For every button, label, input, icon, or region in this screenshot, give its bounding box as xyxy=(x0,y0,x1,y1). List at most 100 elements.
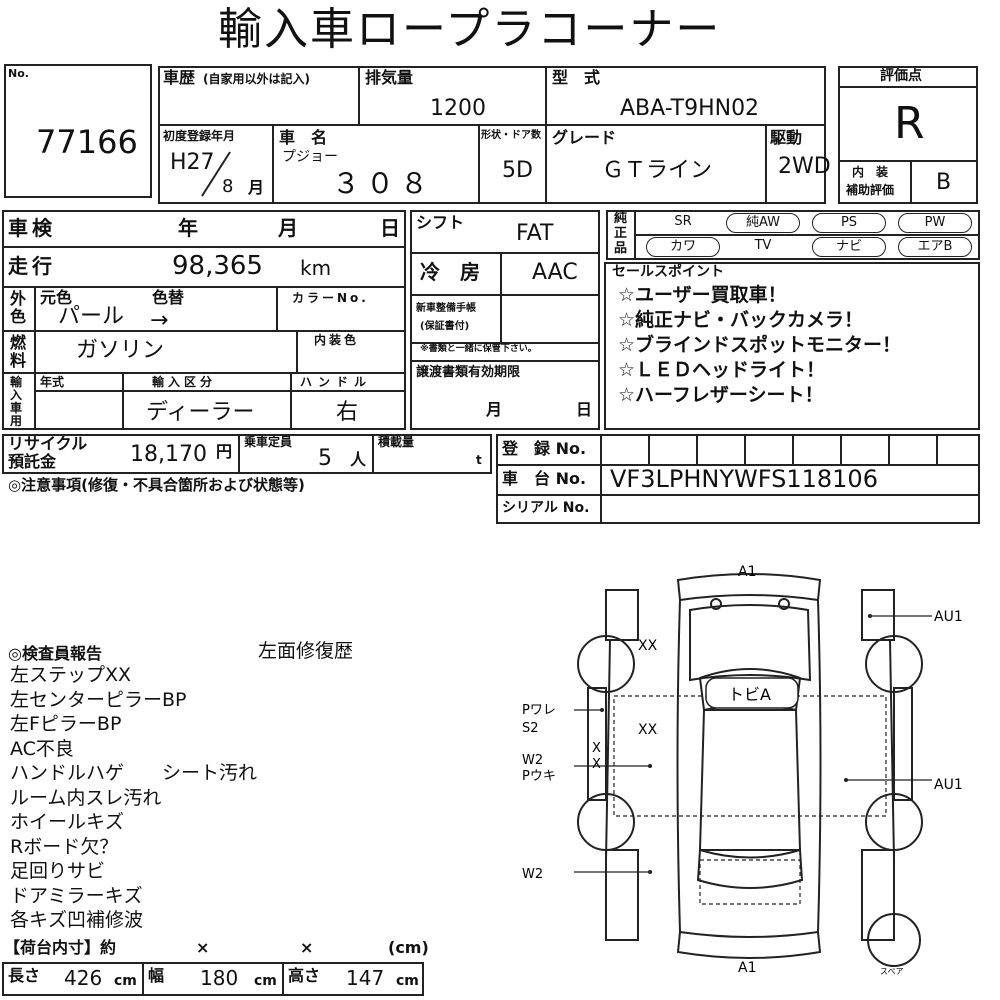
maintenance-note: ※書類と一緒に保管下さい。 xyxy=(420,344,537,354)
equipment-item: PS xyxy=(812,213,886,233)
color-change-label: 色替 xyxy=(152,288,185,307)
floor-mark: XX xyxy=(638,722,658,738)
color-code-label: カラーNo. xyxy=(292,291,369,305)
car-damage-diagram: トビA A1 A1 AU1 AU1 XX XX Pワレ S2 W2 Pウキ W2… xyxy=(522,564,963,976)
color-orig-value: パール xyxy=(58,304,125,329)
left-front-fender xyxy=(605,589,639,641)
reg-label: 登 録 No. xyxy=(502,439,587,458)
report-line: ハンドルハゲ シート汚れ xyxy=(10,762,258,784)
wheel-left-rear xyxy=(577,793,635,851)
left-step xyxy=(587,687,607,801)
width-label: 幅 xyxy=(148,966,165,985)
left-label-3: W2 xyxy=(522,753,543,768)
aircon-value: AAC xyxy=(532,260,578,285)
inspection-month: 月 xyxy=(278,216,298,240)
report-line: ホイールキズ xyxy=(10,811,125,833)
capacity-value: 5 xyxy=(318,446,332,471)
length-label: 長さ xyxy=(8,966,41,985)
report-line: 足回りサビ xyxy=(10,860,106,882)
color-change-value: → xyxy=(150,308,169,333)
left-label-5: W2 xyxy=(522,867,543,882)
shift-value: FAT xyxy=(516,221,554,246)
sales-point-item: ☆ハーフレザーシート！ xyxy=(618,384,824,406)
mileage-value: 98,365 xyxy=(172,251,263,281)
drive-label: 駆動 xyxy=(770,128,803,147)
capacity-unit: 人 xyxy=(350,450,367,469)
import-side-label: 輸入車用 xyxy=(10,375,23,428)
height-value: 147 xyxy=(346,966,385,990)
serial-label: シリアル No. xyxy=(502,500,590,516)
recycle-label-2: 預託金 xyxy=(8,452,57,471)
car-name-label: 車 名 xyxy=(279,128,328,147)
car-model: ３０８ xyxy=(332,167,435,200)
height-label: 高さ xyxy=(288,966,321,985)
capacity-label: 乗車定員 xyxy=(244,435,293,449)
wheel-right-front xyxy=(865,635,923,693)
report-line: 左ステップXX xyxy=(10,664,132,686)
wheel-left-front xyxy=(577,635,635,693)
grade-value: ＧＴライン xyxy=(602,158,713,183)
equipment-item: SR xyxy=(674,214,692,229)
front-label: A1 xyxy=(738,564,756,580)
load-dims-label: 【荷台内寸】約 xyxy=(4,938,117,957)
sales-points-label: セールスポイント xyxy=(612,264,724,280)
equipment-item: 純AW xyxy=(726,213,800,233)
sales-point-item: ☆純正ナビ・バックカメラ！ xyxy=(618,309,864,331)
first-reg-month: 8 xyxy=(222,176,234,197)
page-title: 輸入車ロープラコーナー xyxy=(218,4,722,55)
import-class-label: 輸入区分 xyxy=(152,375,217,389)
right-front-fender xyxy=(861,589,895,641)
hood xyxy=(689,604,812,682)
report-line: ドアミラーキズ xyxy=(10,884,143,907)
recycle-unit: 円 xyxy=(216,442,233,461)
spare-tire xyxy=(867,913,921,967)
equipment-item: TV xyxy=(754,238,772,253)
recycle-value: 18,170 xyxy=(130,442,207,467)
rear-label: A1 xyxy=(738,960,756,976)
report-label: ◎検査員報告 xyxy=(8,644,102,663)
report-side-note: 左面修復歴 xyxy=(258,640,354,662)
interior-label-1: 内 装 xyxy=(852,165,889,179)
transfer-label: 譲渡書類有効期限 xyxy=(416,365,521,380)
import-year-label: 年式 xyxy=(40,375,65,389)
report-line: ルーム内スレ汚れ xyxy=(10,786,162,809)
interior-value: B xyxy=(936,170,952,195)
lot-no-label: No. xyxy=(8,67,29,80)
transfer-day: 日 xyxy=(576,400,593,419)
report-line: AC不良 xyxy=(10,737,74,760)
lot-number: 77166 xyxy=(36,123,138,161)
fuel-value: ガソリン xyxy=(76,338,165,363)
inspection-grid xyxy=(2,210,406,430)
report-line: 左FピラーBP xyxy=(10,713,122,735)
sales-point-item: ☆ＬＥＤヘッドライト！ xyxy=(618,359,826,381)
mileage-label: 走行 xyxy=(8,254,56,278)
load-dims-x2: × xyxy=(300,938,314,957)
inspection-day: 日 xyxy=(380,216,400,240)
model-type-value: ABA-T9HN02 xyxy=(620,96,760,121)
fuel-side-label: 燃料 xyxy=(10,333,27,370)
step-mark-2: X xyxy=(592,757,601,772)
left-rear-fender xyxy=(605,849,639,941)
lot-number-box xyxy=(4,64,152,198)
car-maker: プジョー xyxy=(282,149,338,165)
first-reg-month-unit: 月 xyxy=(248,178,265,197)
step-mark-1: X xyxy=(592,741,601,756)
load-unit: t xyxy=(476,453,482,467)
recycle-grid xyxy=(2,434,492,474)
length-unit: cm xyxy=(114,973,137,989)
equipment-item: カワ xyxy=(646,237,720,257)
report-line: 左センターピラーBP xyxy=(10,688,187,711)
registration-grid xyxy=(496,434,980,524)
drive-value: 2WD xyxy=(778,154,831,179)
body-label: 形状・ドア数 xyxy=(481,130,541,141)
interior-color-label: 内装色 xyxy=(314,333,360,347)
height-unit: cm xyxy=(396,973,419,989)
right-step xyxy=(893,687,913,801)
maintenance-label-2: (保証書付) xyxy=(420,321,470,332)
aircon-label: 冷 房 xyxy=(420,260,480,284)
inspection-year: 年 xyxy=(178,216,198,240)
inspection-label: 車検 xyxy=(8,216,56,240)
recycle-label-1: リサイクル xyxy=(8,434,88,453)
maintenance-label-1: 新車整備手帳 xyxy=(416,303,476,314)
sales-point-item: ☆ブラインドスポットモニター！ xyxy=(618,334,902,356)
